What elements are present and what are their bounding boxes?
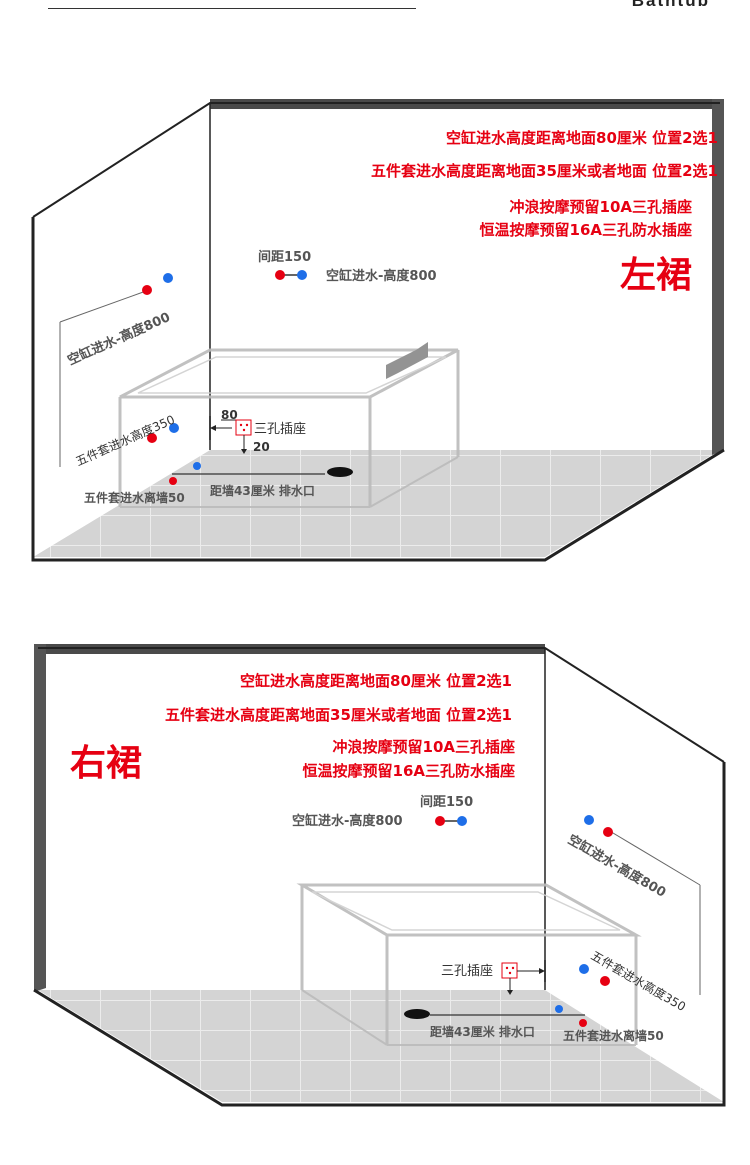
back-inlet-label: 空缸进水-高度800 <box>326 268 437 284</box>
note-line-1: 空缸进水高度距离地面80厘米 位置2选1 <box>240 672 512 690</box>
cold-inlet-dot <box>579 964 589 974</box>
hot-inlet-dot <box>603 827 613 837</box>
note-line-4: 恒温按摩预留16A三孔防水插座 <box>303 762 515 780</box>
back-inlet-label: 空缸进水-高度800 <box>292 813 403 829</box>
drain-label: 距墙43厘米 排水口 <box>430 1024 535 1039</box>
hot-inlet-dot <box>579 1019 587 1027</box>
cold-inlet-dot <box>297 270 307 280</box>
spacing-label: 间距150 <box>420 794 473 810</box>
wall-edge-right <box>712 99 724 455</box>
cold-inlet-dot <box>584 815 594 825</box>
note-line-1: 空缸进水高度距离地面80厘米 位置2选1 <box>446 129 718 147</box>
drain-hole <box>404 1009 430 1019</box>
five-piece-wall-label: 五件套进水离墙50 <box>84 490 185 505</box>
right-skirt-diagram: 空缸进水高度距离地面80厘米 位置2选1 五件套进水高度距离地面35厘米或者地面… <box>33 644 726 1107</box>
hot-inlet-dot <box>169 477 177 485</box>
cold-inlet-dot <box>457 816 467 826</box>
brand-label: Bathtub <box>631 0 710 10</box>
cold-inlet-dot <box>555 1005 563 1013</box>
side-wall <box>545 648 724 1102</box>
outlet-label: 三孔插座 <box>441 964 493 979</box>
hot-inlet-dot <box>147 433 157 443</box>
hot-inlet-dot <box>435 816 445 826</box>
skirt-title: 左裙 <box>620 255 692 296</box>
note-line-2: 五件套进水高度距离地面35厘米或者地面 位置2选1 <box>165 706 512 724</box>
outlet-icon <box>501 962 518 979</box>
floor <box>38 990 724 1102</box>
note-line-3: 冲浪按摩预留10A三孔插座 <box>333 738 515 756</box>
outlet-dim-bottom: 20 <box>253 440 270 454</box>
five-piece-wall-label: 五件套进水离墙50 <box>563 1028 664 1043</box>
cold-inlet-dot <box>163 273 173 283</box>
outlet-icon <box>235 419 252 436</box>
wall-edge-left <box>34 644 46 992</box>
hot-inlet-dot <box>600 976 610 986</box>
spacing-label: 间距150 <box>258 249 311 265</box>
hot-inlet-dot <box>142 285 152 295</box>
drain-label: 距墙43厘米 排水口 <box>210 483 315 498</box>
cold-inlet-dot <box>193 462 201 470</box>
side-wall <box>33 103 210 557</box>
cold-inlet-dot <box>169 423 179 433</box>
drain-hole <box>327 467 353 477</box>
left-skirt-diagram: 空缸进水高度距离地面80厘米 位置2选1 五件套进水高度距离地面35厘米或者地面… <box>31 99 725 562</box>
back-wall <box>210 103 720 450</box>
outlet-label: 三孔插座 <box>254 422 306 437</box>
outlet-dim-top: 80 <box>221 408 238 422</box>
hot-inlet-dot <box>275 270 285 280</box>
bathtub <box>296 883 642 1046</box>
header-rule <box>48 8 416 9</box>
note-line-3: 冲浪按摩预留10A三孔插座 <box>510 198 692 216</box>
note-line-2: 五件套进水高度距离地面35厘米或者地面 位置2选1 <box>371 162 718 180</box>
skirt-title: 右裙 <box>70 743 142 784</box>
back-wall <box>38 648 545 990</box>
bathtub <box>118 342 460 508</box>
note-line-4: 恒温按摩预留16A三孔防水插座 <box>480 221 692 239</box>
tub-faucet <box>386 342 428 379</box>
